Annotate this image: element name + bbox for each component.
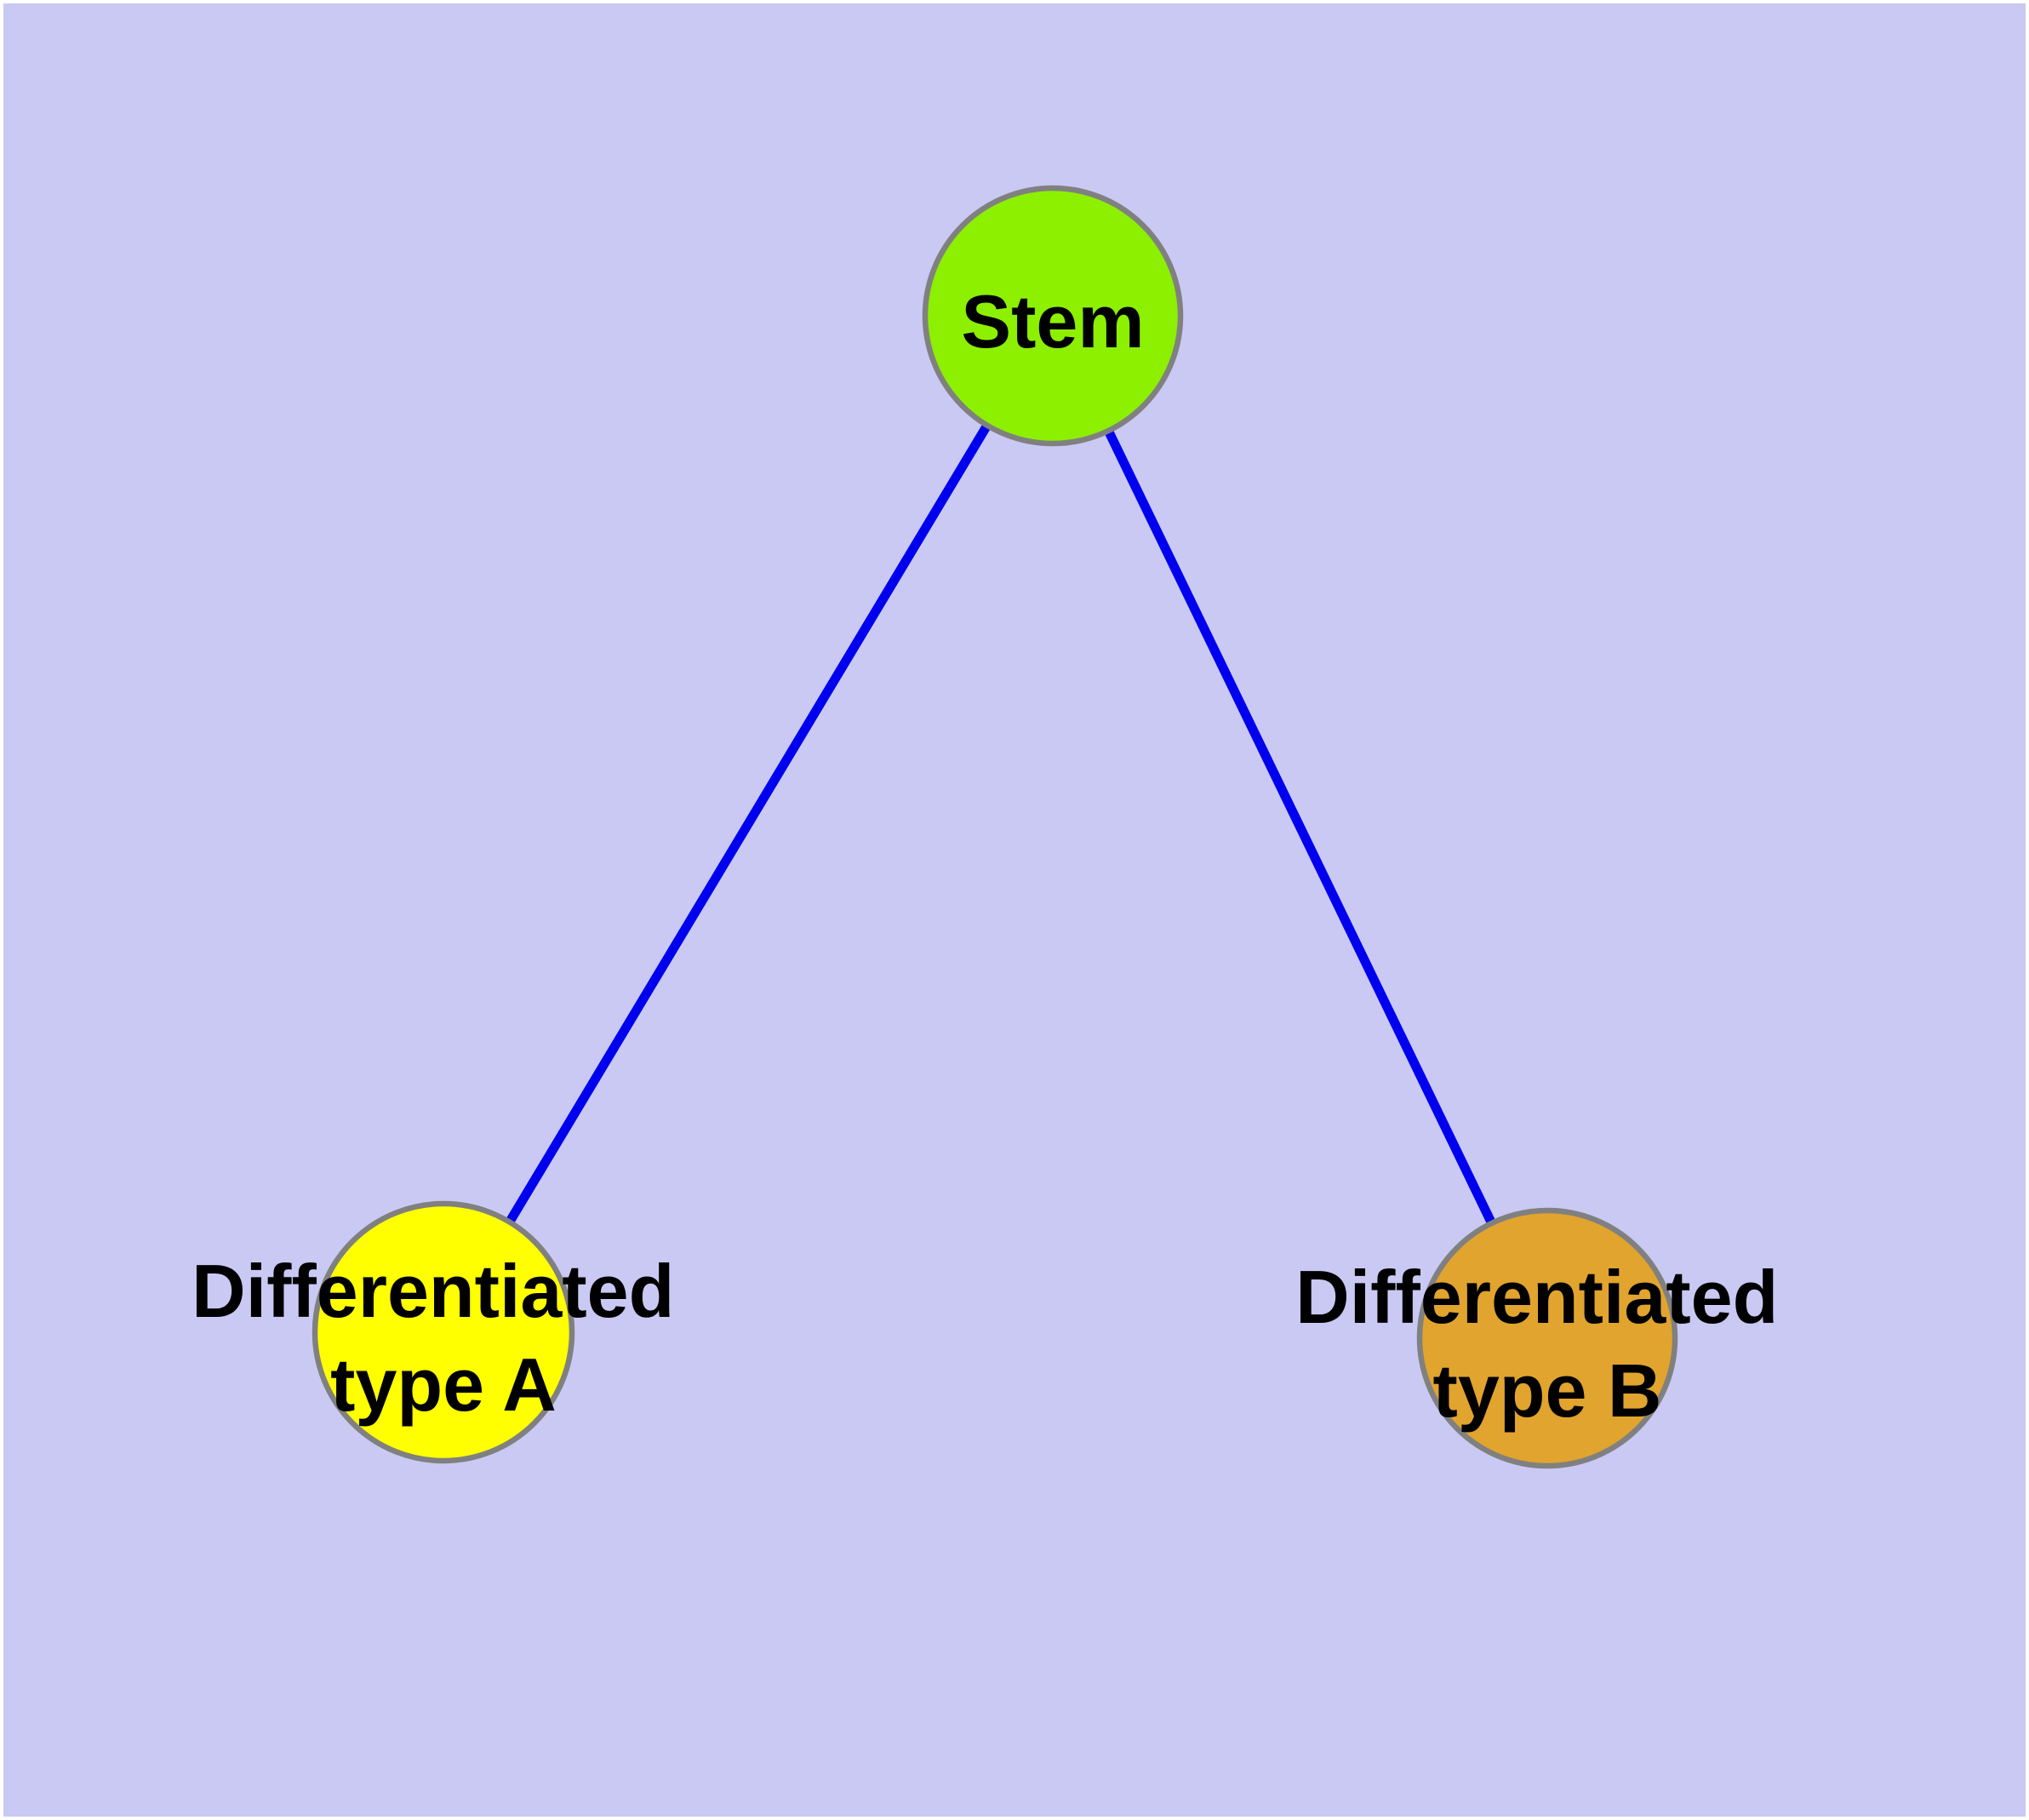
edge-stem-to-type-a	[439, 313, 1057, 1335]
node-label-line-1: Differentiated	[1295, 1255, 1778, 1339]
edge-stem-to-type-b	[1049, 313, 1552, 1341]
node-differentiated-type-b	[1416, 1207, 1678, 1469]
node-stem	[922, 185, 1184, 447]
node-label-differentiated-type-a: Differentiated type A	[191, 1249, 695, 1427]
node-differentiated-type-a	[311, 1200, 575, 1464]
node-label-line-2: type B	[1433, 1348, 1662, 1433]
node-label-stem: Stem	[961, 279, 1144, 363]
node-layer	[311, 185, 1678, 1469]
edge-layer	[439, 313, 1552, 1341]
node-label-differentiated-type-b: Differentiated type B	[1295, 1255, 1799, 1433]
node-label-line-2: type A	[330, 1342, 557, 1427]
label-layer: Stem Differentiated type A Differentiate…	[191, 279, 1799, 1433]
node-label-line-1: Differentiated	[191, 1249, 674, 1333]
